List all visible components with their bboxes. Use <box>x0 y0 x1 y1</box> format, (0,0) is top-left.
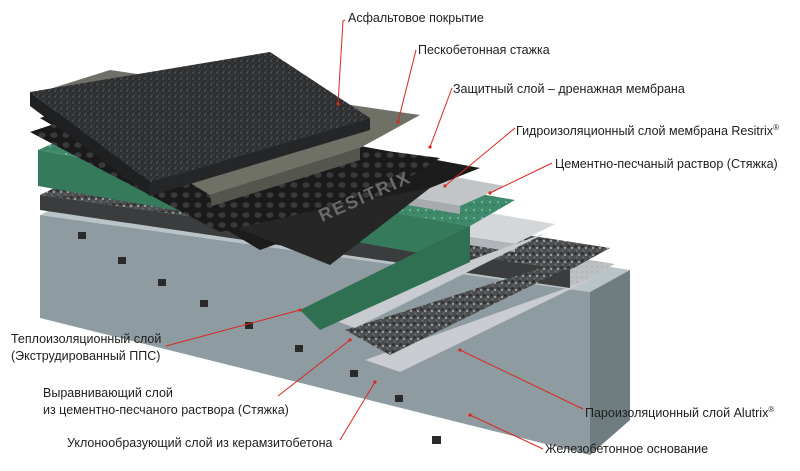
label-waterproofing-resitrix: Гидроизоляционный слой мембрана Resitrix… <box>516 120 779 139</box>
label-leveling-line1: Выравнивающий слой <box>43 386 173 400</box>
label-insulation-line2: (Экструдированный ППС) <box>11 349 161 363</box>
label-waterproofing-text: Гидроизоляционный слой мембрана Resitrix <box>516 124 774 139</box>
label-slope-layer: Уклонообразующий слой из керамзитобетона <box>67 436 333 450</box>
label-vapor-text: Пароизоляционный слой Alutrix <box>585 406 769 421</box>
concrete-base-side <box>590 270 630 455</box>
label-sand-concrete-screed: Пескобетонная стажка <box>418 43 550 57</box>
leader-lines <box>165 19 584 450</box>
registered-mark: ® <box>768 405 775 414</box>
leader-dots <box>298 102 492 417</box>
label-concrete-base: Железобетонное основание <box>545 442 709 456</box>
label-leveling-line2: из цементно-песчаного раствора (Стяжка) <box>43 403 289 417</box>
label-insulation-line1: Теплоизоляционный слой <box>11 332 162 346</box>
label-asphalt: Асфальтовое покрытие <box>348 11 484 25</box>
label-vapor-barrier: Пароизоляционный слой Alutrix® <box>585 402 774 421</box>
label-cement-screed: Цементно-песчаный раствор (Стяжка) <box>555 157 778 171</box>
base-anchor-bolts <box>78 232 441 444</box>
label-drainage-membrane: Защитный слой – дренажная мембрана <box>453 82 685 96</box>
asphalt-surface <box>30 52 370 182</box>
registered-mark: ® <box>773 123 779 132</box>
